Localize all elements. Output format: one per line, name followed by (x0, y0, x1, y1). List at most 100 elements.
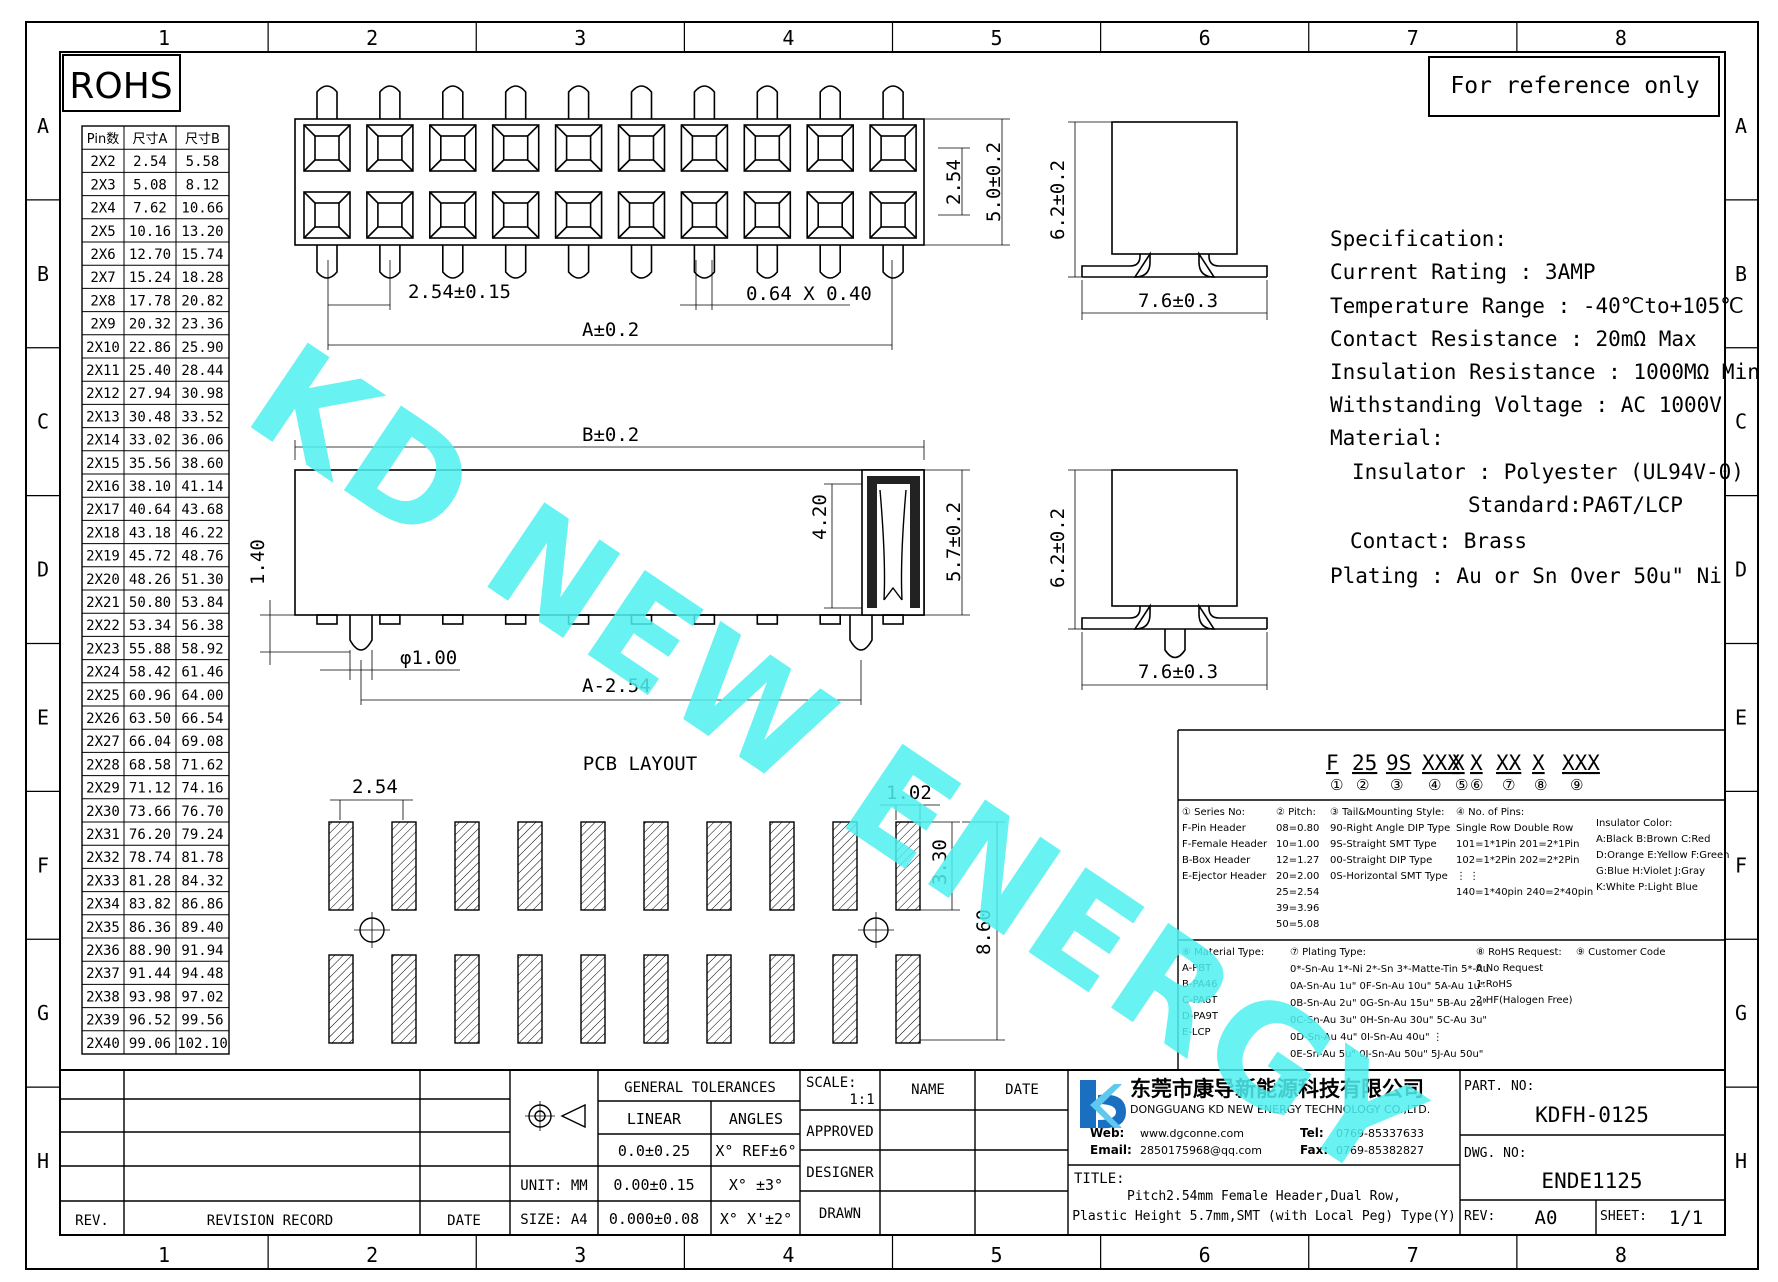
row-label-right: A (1735, 114, 1747, 138)
code-number: ③ (1390, 776, 1403, 794)
column-label-bottom: 1 (158, 1243, 170, 1267)
code-note-plating: ⑦ Plating Type: (1290, 947, 1366, 958)
pin-table-cell: 97.02 (181, 989, 223, 1005)
pin-table-cell: 30.48 (129, 409, 171, 425)
code-note-pitch: 50=5.08 (1276, 919, 1319, 930)
dim-top-width: 5.0±0.2 (983, 142, 1005, 222)
dim-peg-dia: φ1.00 (400, 647, 457, 669)
pin-table-cell: 2X6 (90, 247, 115, 263)
code-note-material: E-LCP (1182, 1027, 1211, 1038)
title-block-scale: 1:1 (849, 1092, 874, 1108)
pin-table-header: 尺寸A (133, 132, 168, 147)
dim-a-minus: A-2.54 (582, 675, 651, 697)
code-number: ⑥ (1470, 776, 1483, 794)
pin-table-cell: 102.10 (177, 1036, 228, 1052)
pin-table-cell: 2X40 (86, 1036, 120, 1052)
code-note-customer: ⑨ Customer Code (1576, 947, 1666, 958)
row-label-right: E (1735, 705, 1747, 729)
pin-table-cell: 74.16 (181, 781, 223, 797)
pin-table-cell: 41.14 (181, 479, 223, 495)
column-label-top: 4 (782, 26, 794, 50)
code-part: F (1326, 751, 1339, 775)
code-note-plating: 0D-Sn-Au 4u" 0I-Sn-Au 40u" ⋮ (1290, 1032, 1443, 1043)
pin-table-cell: 20.82 (181, 293, 223, 309)
rohs-box (62, 54, 181, 112)
code-note-insulator: Insulator Color: (1596, 818, 1672, 829)
pin-table-cell: 5.08 (133, 177, 167, 193)
pin-table-cell: 30.98 (181, 386, 223, 402)
pin-table-cell: 2X26 (86, 711, 120, 727)
title-block-title1: Pitch2.54mm Female Header,Dual Row, (1127, 1189, 1401, 1204)
title-block-web-label: Web: (1090, 1126, 1124, 1140)
title-block-ang1: X° REF±6° (715, 1142, 796, 1160)
pin-table-cell: 2X30 (86, 804, 120, 820)
pin-table-cell: 63.50 (129, 711, 171, 727)
title-block-sheet-val: 1/1 (1669, 1207, 1703, 1229)
pin-table-cell: 38.60 (181, 456, 223, 472)
pin-table-cell: 2X7 (90, 270, 115, 286)
reference-note: For reference only (1450, 73, 1699, 99)
code-note-pitch: 20=2.00 (1276, 871, 1319, 882)
pin-table-cell: 2X17 (86, 502, 120, 518)
title-block-linear: LINEAR (627, 1110, 682, 1128)
rohs-label: ROHS (69, 66, 172, 107)
dim-pitch: 2.54±0.15 (408, 281, 511, 303)
title-block-name: NAME (911, 1082, 945, 1098)
column-label-top: 1 (158, 26, 170, 50)
column-label-top: 2 (366, 26, 378, 50)
row-label-left: C (37, 410, 49, 434)
code-note-material: A-PBT (1182, 963, 1212, 974)
pin-table-cell: 2X10 (86, 340, 120, 356)
title-block-approved: APPROVED (806, 1124, 873, 1140)
frame-ticks (26, 22, 1758, 1269)
title-block-email-label: Email: (1090, 1143, 1132, 1157)
spec-line: Standard:PA6T/LCP (1468, 493, 1683, 517)
pin-table-cell: 83.82 (129, 897, 171, 913)
title-block-tel: 0769-85337633 (1336, 1127, 1424, 1140)
code-note-material: C-PA6T (1182, 995, 1218, 1006)
column-label-top: 5 (991, 26, 1003, 50)
code-number: ① (1330, 776, 1343, 794)
code-note-rohs: ⑧ RoHS Request: (1476, 947, 1562, 958)
dim-a: A±0.2 (582, 319, 639, 341)
title-block-email: 2850175968@qq.com (1140, 1144, 1262, 1157)
top-view (294, 85, 1010, 350)
code-note-plating: 0B-Sn-Au 2u" 0G-Sn-Au 15u" 5B-Au 2u" (1290, 998, 1487, 1009)
code-note-pins: 102=1*2Pin 202=2*2Pin (1456, 855, 1579, 866)
pin-table-cell: 2X13 (86, 409, 120, 425)
pin-table-cell: 71.62 (181, 757, 223, 773)
pin-table-cell: 91.44 (129, 966, 171, 982)
pin-table-cell: 2X19 (86, 549, 120, 565)
pin-table-cell: 2X37 (86, 966, 120, 982)
spec-line: Temperature Range : -40℃to+105℃ (1330, 294, 1744, 318)
code-note-insulator: K:White P:Light Blue (1596, 882, 1698, 893)
title-block-title-label: TITLE: (1074, 1171, 1125, 1187)
code-part: X (1532, 751, 1545, 775)
title-block-fax: 0769-85382827 (1336, 1144, 1424, 1157)
title-block-date2: DATE (1005, 1082, 1039, 1098)
code-note-pins: 140=1*40pin 240=2*40pin (1456, 887, 1593, 898)
pin-table-cell: 68.58 (129, 757, 171, 773)
dim-row-pitch: 2.54 (943, 159, 965, 205)
pin-table-cell: 2X15 (86, 456, 120, 472)
pin-table-cell: 2X11 (86, 363, 120, 379)
pin-table-cell: 99.56 (181, 1013, 223, 1029)
code-note-pins: ⋮ ⋮ (1456, 871, 1479, 882)
pin-table-cell: 55.88 (129, 641, 171, 657)
pin-table-cell: 17.78 (129, 293, 171, 309)
title-block-company-cn: 东莞市康导新能源科技有限公司 (1130, 1077, 1424, 1101)
title-block-designer: DESIGNER (806, 1165, 874, 1181)
title-block-sheet-label: SHEET: (1600, 1209, 1647, 1224)
pin-table-header: 尺寸B (185, 132, 220, 147)
column-label-bottom: 5 (991, 1243, 1003, 1267)
pin-table-cell: 51.30 (181, 572, 223, 588)
spec-line: Material: (1330, 426, 1444, 450)
pin-table-cell: 2X33 (86, 873, 120, 889)
row-label-right: C (1735, 410, 1747, 434)
pin-table-cell: 91.94 (181, 943, 223, 959)
pin-table-cell: 12.70 (129, 247, 171, 263)
title-block-title2: Plastic Height 5.7mm,SMT (with Local Peg… (1072, 1209, 1456, 1224)
dim-side-width: 7.6±0.3 (1138, 290, 1218, 312)
